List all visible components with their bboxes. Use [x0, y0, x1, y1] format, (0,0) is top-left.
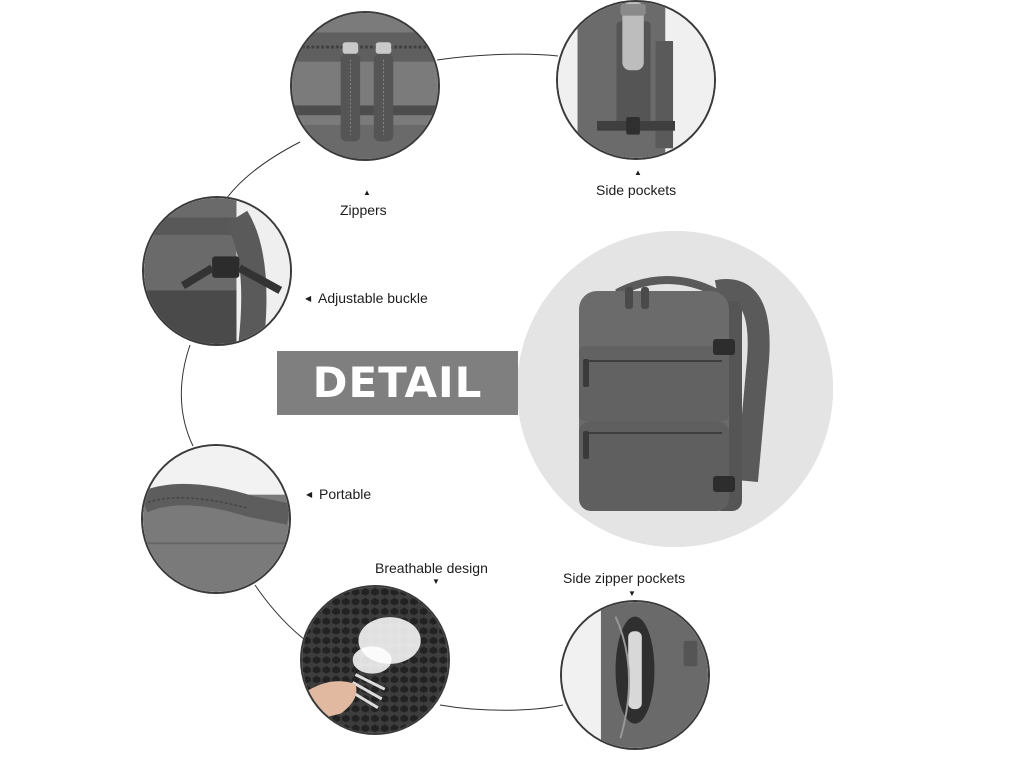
side-pockets-label: Side pockets [596, 182, 677, 198]
zippers-photo [290, 11, 440, 161]
zippers-label: Zippers [340, 202, 387, 218]
arrow-down-icon: ▼ [432, 577, 440, 586]
detail-banner: DETAIL [277, 351, 518, 415]
adjustable-buckle-label: Adjustable buckle [318, 290, 428, 306]
arrow-up-icon: ▲ [634, 168, 642, 177]
breathable-design-label: Breathable design [375, 560, 488, 576]
side-zipper-pockets-photo [560, 600, 710, 750]
portable-photo [141, 444, 291, 594]
side-pockets-photo [556, 0, 716, 160]
backpack-hero-photo [517, 231, 833, 547]
portable-label: Portable [319, 486, 372, 502]
arrow-up-icon: ▲ [363, 188, 371, 197]
adjustable-buckle-photo [142, 196, 292, 346]
arrow-down-icon: ▼ [628, 589, 636, 598]
arrow-left-icon: ◀ [305, 294, 312, 303]
arrow-left-icon: ◀ [306, 490, 313, 499]
breathable-design-photo [300, 585, 450, 735]
side-zipper-pockets-label: Side zipper pockets [563, 570, 686, 586]
